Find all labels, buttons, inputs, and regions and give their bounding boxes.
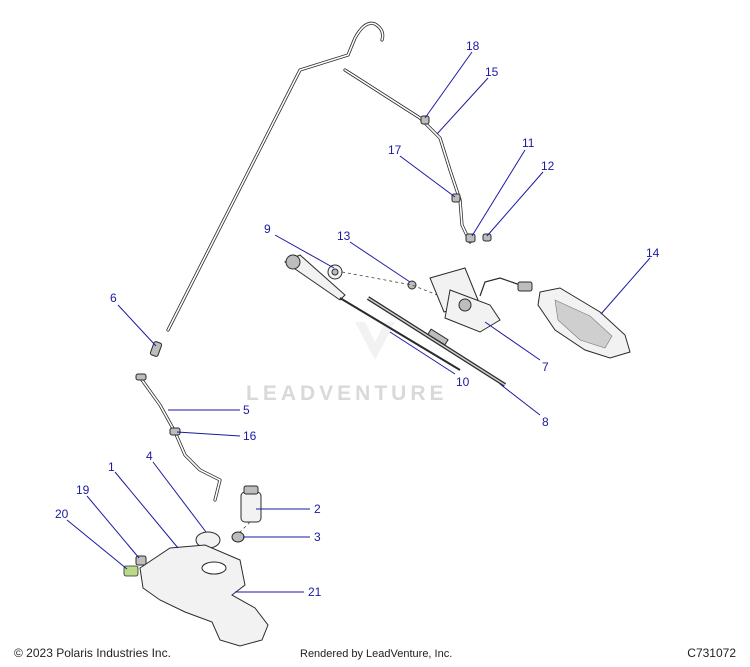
watermark-text: LEADVENTURE — [246, 382, 448, 405]
callout-3: 3 — [314, 530, 321, 544]
wiper-blade-8 — [366, 296, 507, 387]
callout-4: 4 — [146, 449, 153, 463]
callout-7: 7 — [542, 360, 549, 374]
diagram-id-text: C731072 — [687, 646, 736, 660]
callout-leaders — [66, 51, 651, 593]
rendered-by-text: Rendered by LeadVenture, Inc. — [300, 648, 453, 660]
callout-6: 6 — [110, 291, 117, 305]
nozzle-12 — [482, 233, 492, 242]
hose-clip-18 — [420, 115, 430, 125]
clip-20 — [123, 565, 139, 577]
wiper-motor-7 — [429, 267, 533, 333]
callout-8: 8 — [542, 415, 549, 429]
callout-14: 14 — [646, 246, 660, 260]
callout-13: 13 — [337, 229, 351, 243]
grommet-3 — [231, 531, 245, 543]
callout-17: 17 — [388, 143, 402, 157]
copyright-text: © 2023 Polaris Industries Inc. — [14, 646, 171, 660]
callout-9: 9 — [264, 222, 271, 236]
nozzle-11 — [465, 233, 476, 243]
callout-11: 11 — [522, 136, 535, 150]
cap-13 — [407, 280, 417, 290]
clip-19 — [135, 555, 147, 566]
callout-5: 5 — [243, 403, 250, 417]
callout-20: 20 — [55, 507, 69, 521]
hose-connector-6 — [149, 341, 163, 357]
washer-hose-upper-branch — [343, 68, 472, 244]
callout-10: 10 — [456, 375, 470, 389]
callout-16: 16 — [243, 429, 257, 443]
hose-elbow — [135, 373, 147, 381]
wiper-arm-10 — [283, 254, 461, 371]
washer-hose-lower — [140, 378, 222, 502]
callout-15: 15 — [485, 65, 499, 79]
washer-hose-long — [166, 21, 385, 332]
hose-clip-16 — [169, 427, 181, 436]
callout-1: 1 — [108, 460, 115, 474]
leadventure-watermark-logo — [355, 322, 395, 360]
callout-18: 18 — [466, 39, 480, 53]
callout-12: 12 — [541, 159, 555, 173]
callout-2: 2 — [314, 502, 321, 516]
callout-21: 21 — [308, 585, 322, 599]
washer-reservoir-1 — [139, 544, 269, 647]
callout-19: 19 — [76, 483, 90, 497]
motor-cover-14 — [537, 287, 631, 359]
washer-pump-2 — [240, 485, 262, 523]
